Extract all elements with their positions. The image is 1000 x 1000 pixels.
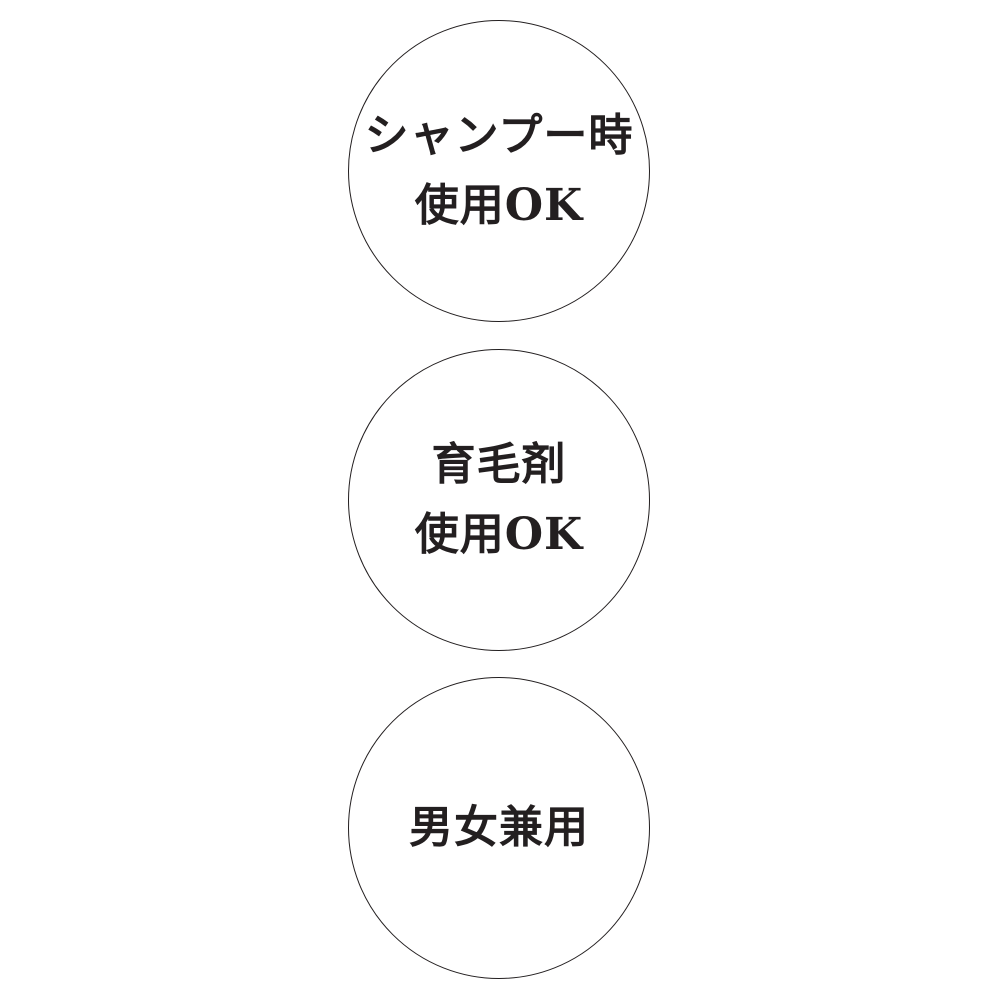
- badge-text-line: 使用OK: [414, 509, 584, 560]
- badge-text-line: シャンプー時: [364, 109, 634, 161]
- badge-hair-tonic-ok: 育毛剤 使用OK: [348, 349, 650, 651]
- badge-text-line: 男女兼用: [409, 801, 589, 853]
- badge-unisex: 男女兼用: [348, 677, 650, 979]
- badge-shampoo-ok: シャンプー時 使用OK: [348, 20, 650, 322]
- badge-text-line: 育毛剤: [431, 438, 567, 490]
- badge-text-line: 使用OK: [414, 180, 584, 231]
